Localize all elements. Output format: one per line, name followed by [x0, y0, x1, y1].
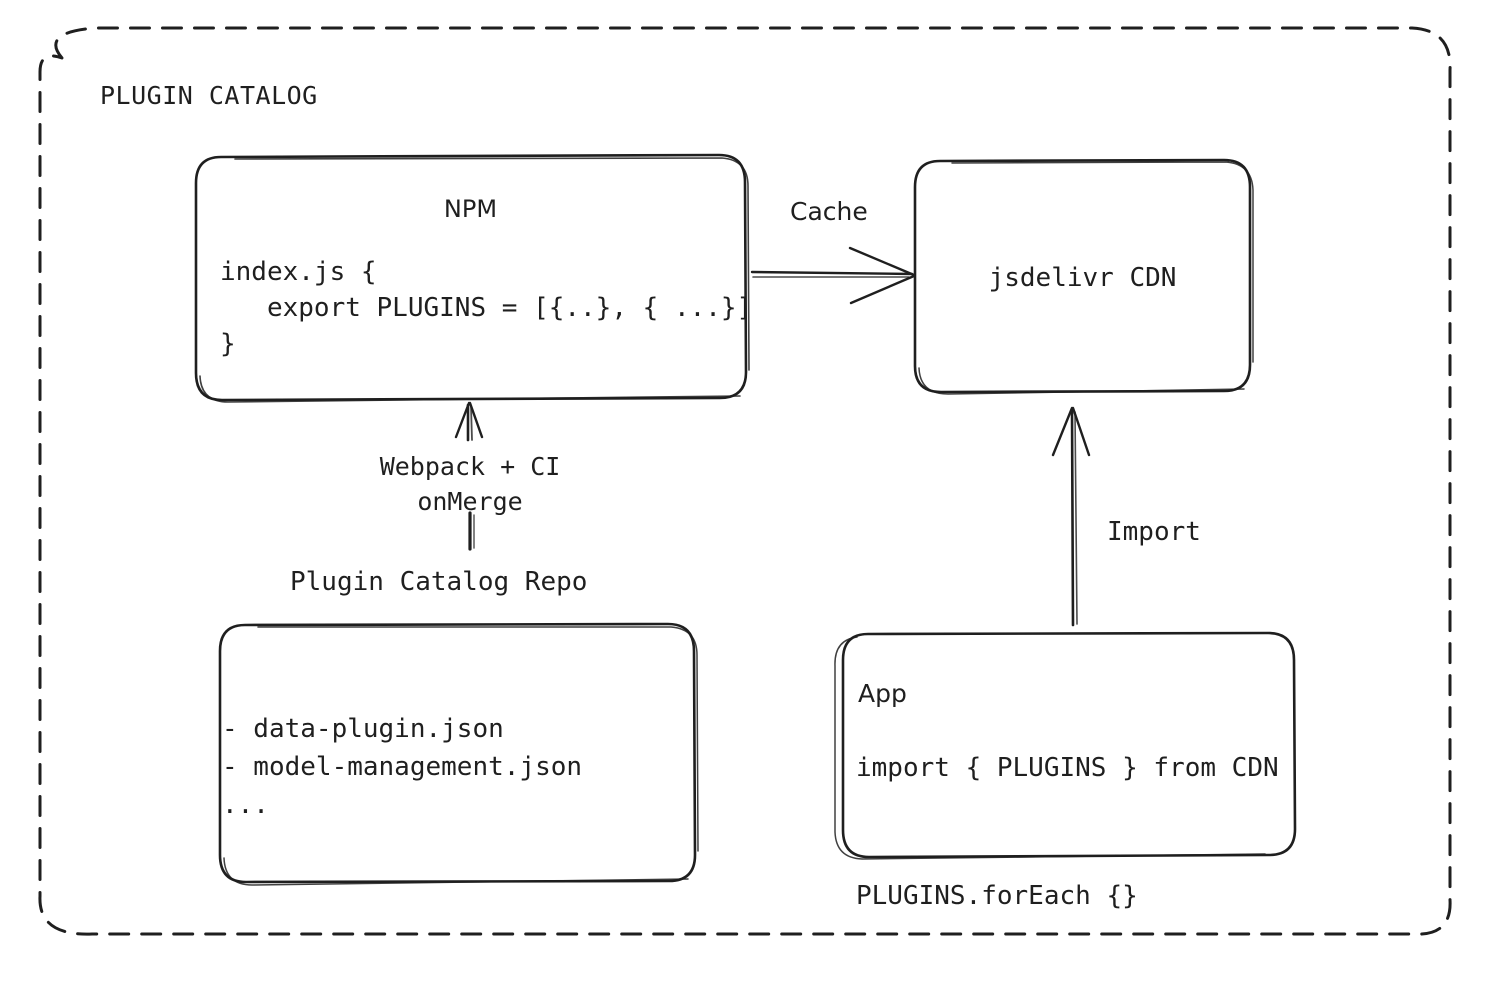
cdn-node-title: jsdelivr CDN	[988, 263, 1177, 293]
app-node-title: App	[858, 679, 907, 708]
edge-label-cache: Cache	[790, 197, 868, 226]
edge-label-webpack-ci-onmerge: Webpack + CI onMerge	[379, 452, 561, 516]
edge-label-import: Import	[1107, 517, 1201, 547]
repo-node-code: - data-plugin.json - model-management.js…	[222, 714, 583, 820]
arrow-app-to-cdn	[1051, 406, 1091, 627]
npm-node-code: index.js { export PLUGINS = [{..}, { ...…	[220, 257, 753, 359]
app-node-code: import { PLUGINS } from CDN PLUGINS.forE…	[856, 753, 1279, 911]
arrow-npm-to-cdn	[750, 246, 916, 305]
repo-node-caption: Plugin Catalog Repo	[290, 567, 588, 597]
npm-node-title: NPM	[443, 195, 498, 223]
page-title: PLUGIN CATALOG	[100, 81, 318, 110]
